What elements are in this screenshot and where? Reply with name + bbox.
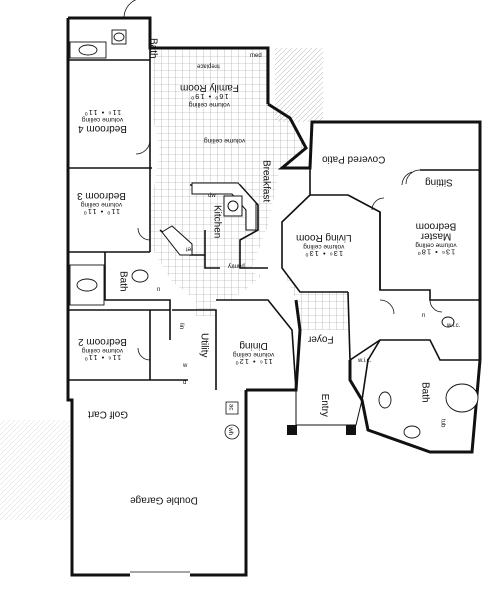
room-label-bedroom2: 11⁶ • 11⁰ volume ceiling Bedroom 2	[78, 336, 127, 363]
label-d: d	[183, 380, 187, 386]
label-w: w	[183, 363, 188, 369]
master-dims: 13⁶ • 18⁰	[416, 247, 456, 257]
family-name: Family Room	[180, 82, 239, 94]
bedroom3-dims: 11⁰ • 11⁰	[82, 207, 121, 217]
label-bath-mid-n: n	[157, 287, 161, 293]
label-master-n: n	[422, 313, 426, 319]
exterior-walls	[66, 16, 482, 577]
label-ref: ref	[186, 245, 194, 252]
ac-unit-symbol	[225, 401, 239, 415]
entry-porch	[295, 390, 363, 426]
room-label-bath-top: Bath	[147, 38, 159, 59]
room-label-garage: Double Garage	[130, 494, 198, 506]
bedroom3-ceiling: volume ceiling	[80, 201, 123, 209]
bath-fixtures	[69, 29, 479, 439]
room-label-sitting: Sitting	[425, 176, 453, 188]
room-label-bath-master: Bath	[419, 381, 431, 403]
label-tub: tub	[439, 418, 446, 428]
room-label-utility: Utility	[198, 333, 210, 358]
label-wh: wh	[226, 427, 233, 435]
master-ceiling: volume ceiling	[415, 241, 457, 249]
label-dw: dw	[208, 193, 216, 199]
label-lin: lin	[178, 323, 185, 330]
door-swings	[123, 0, 443, 361]
water-heater-symbol	[224, 424, 240, 440]
room-label-bath-mid: Bath	[117, 270, 129, 292]
label-wic1: w.i.c.	[447, 323, 461, 329]
room-label-entry: Entry	[318, 393, 330, 417]
room-label-kitchen: Kitchen	[211, 205, 223, 239]
entry-columns	[287, 425, 356, 435]
label-wic2: w.i.c.	[358, 358, 372, 364]
family-dims: 16⁰ • 19⁰	[190, 92, 229, 102]
bedroom2-ceiling: volume ceiling	[81, 347, 124, 355]
room-label-bedroom4: Bedroom 4 volume ceiling 11⁶ • 11⁰	[78, 107, 127, 135]
interior-walls	[68, 48, 480, 401]
room-label-master: 13⁶ • 18⁰ volume ceiling Master Bedroom	[408, 220, 464, 257]
garage-exterior-hatch	[0, 420, 70, 520]
room-label-breakfast: Breakfast	[260, 160, 272, 203]
label-med: med	[250, 53, 262, 59]
room-label-foyer: Foyer	[308, 333, 334, 345]
label-ac: ac	[227, 403, 234, 411]
bedroom2-name: Bedroom 2	[78, 336, 127, 348]
room-label-living: 13⁶ • 13⁰ volume ceiling Living Room	[296, 232, 352, 259]
bedroom3-name: Bedroom 3	[77, 190, 126, 202]
room-label-dining: 11⁶ • 12⁰ volume ceiling Dining	[233, 340, 275, 367]
dining-name: Dining	[239, 340, 268, 352]
room-label-bedroom3: 11⁰ • 11⁰ volume ceiling Bedroom 3	[77, 190, 126, 217]
bedroom4-dims: 11⁶ • 11⁰	[83, 107, 122, 117]
room-label-golf-cart: Golf Cart	[88, 408, 129, 420]
label-fireplace: fireplace	[197, 62, 220, 69]
family-volume-ceiling-note: volume ceiling	[204, 136, 246, 144]
room-label-covered-patio: Covered Patio	[322, 153, 386, 165]
living-name: Living Room	[296, 232, 352, 244]
living-ceiling: volume ceiling	[303, 243, 345, 251]
dining-dims: 11⁶ • 12⁰	[234, 357, 273, 367]
living-dims: 13⁶ • 13⁰	[304, 249, 344, 259]
bedroom2-dims: 11⁶ • 11⁰	[83, 353, 122, 363]
kitchen-counters	[161, 182, 257, 256]
dining-ceiling: volume ceiling	[233, 351, 275, 359]
master-name: Master Bedroom	[415, 220, 457, 243]
label-pantry: pantry	[228, 262, 245, 269]
room-label-family: volume ceiling 16⁰ • 19⁰ Family Room	[180, 82, 239, 109]
bedroom4-ceiling: volume ceiling	[81, 116, 124, 124]
patio-hatch-top	[275, 48, 323, 122]
bedroom4-name: Bedroom 4	[78, 123, 127, 135]
family-ceiling: volume ceiling	[188, 101, 231, 109]
